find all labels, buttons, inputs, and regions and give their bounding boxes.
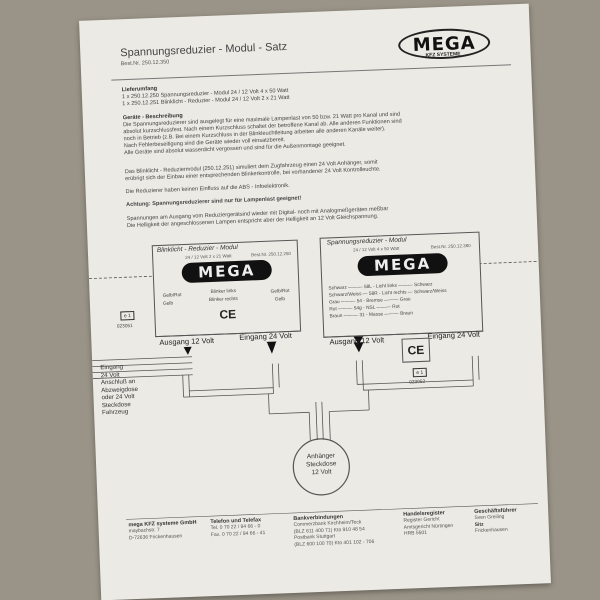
mega-badge: MEGA — [181, 259, 273, 284]
footer-bank: Bankverbindungen Commerzbank Kirchheim/T… — [293, 513, 374, 548]
mega-badge: MEGA — [357, 252, 448, 277]
wire-line: Braun ——— 31 - Masse ——— Braun — [329, 311, 414, 320]
module-spec: 24 / 12 Volt 4 x 50 Watt — [352, 245, 400, 253]
note-line: oder 24 Volt — [101, 393, 135, 402]
module-spec: 24 / 12 Volt 2 x 21 Watt — [185, 253, 232, 260]
fuse-number: 023052 — [409, 379, 426, 386]
fuse-number: 023051 — [116, 324, 133, 330]
footer-company: mega KFZ systeme GmbH maybachstr. 7 D-72… — [128, 520, 197, 542]
wire-color: Gelb — [162, 301, 174, 307]
instruction-sheet: Spannungsreduzier - Modul - Satz Best.Nr… — [79, 3, 551, 600]
input-connection-note: Eingang 24 Volt Anschluß an Abzweigdose … — [100, 363, 139, 417]
trailer-socket-label: Anhänger Steckdose 12 Volt — [293, 452, 350, 478]
footer-management: Geschäftsführer Sven Greiling Sitz Frick… — [474, 507, 517, 534]
module-order-number: Best.Nr. 250.12.250 — [251, 250, 291, 258]
ce-mark: CE — [407, 342, 425, 358]
fuse-mark: e 1 — [412, 367, 427, 378]
module-order-number: Best.Nr. 250.12.380 — [430, 242, 471, 250]
wire-function: Blinker links — [210, 289, 237, 296]
wire-color: Gelb/Rot — [270, 288, 290, 295]
fuse-mark: e 1 — [120, 310, 135, 321]
wire-color: Gelb/Rot — [162, 293, 182, 299]
blinker-module-box: Blinklicht - Reduzier - Modul 24 / 12 Vo… — [151, 239, 302, 338]
wire-color: Gelb — [274, 297, 286, 303]
footer-register: Handelsregister Register Gericht Amtsger… — [403, 510, 453, 537]
voltage-module-box: Spannungsreduzier - Modul 24 / 12 Volt 4… — [319, 231, 484, 338]
footer-phone: Telefon und Telefax Tel. 0 70 22 / 94 66… — [210, 517, 265, 538]
wire-function: Blinker rechts — [208, 296, 239, 304]
note-line: Fahrzeug — [101, 408, 129, 417]
ce-mark: CE — [219, 307, 237, 322]
ce-frame: CE — [401, 337, 431, 363]
